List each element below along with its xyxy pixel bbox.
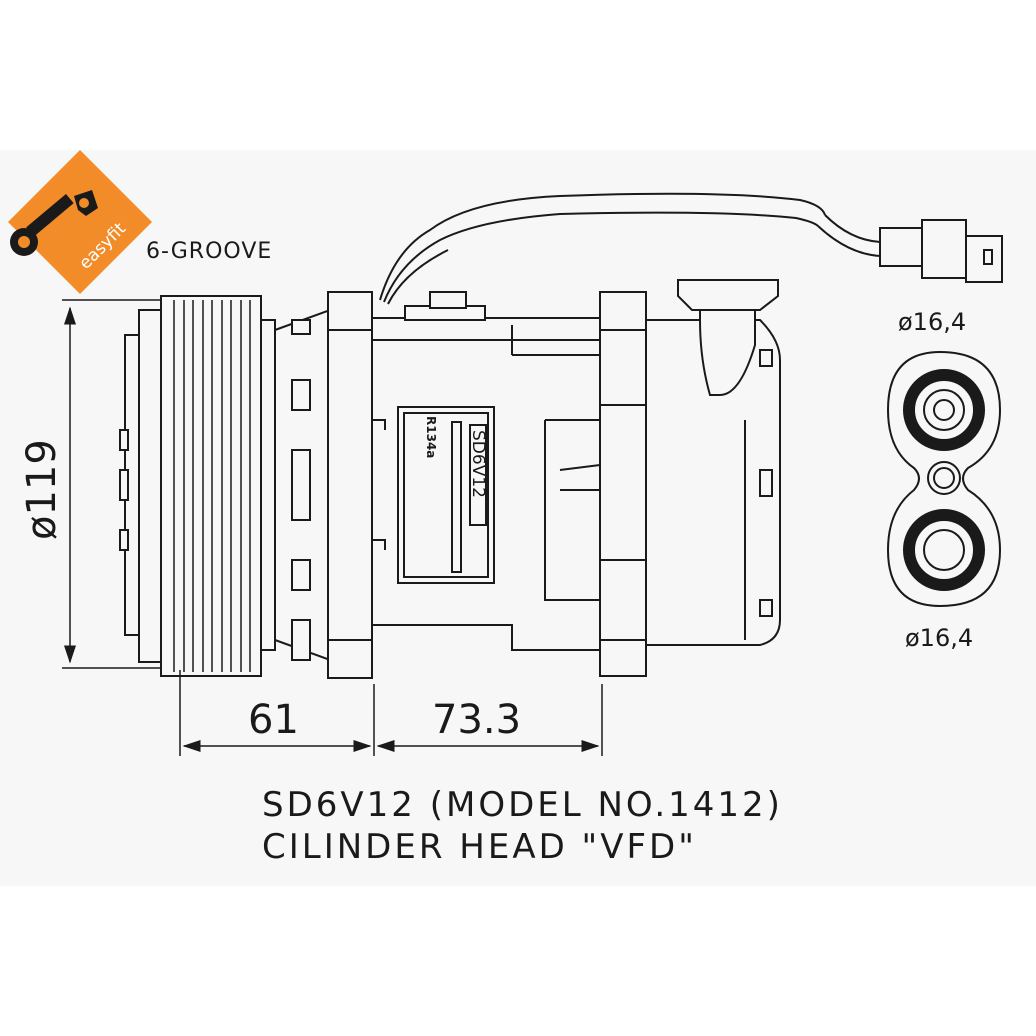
pulley (119, 295, 276, 677)
cylinder-body (371, 317, 601, 651)
grooves-label: 6-GROOVE (146, 239, 272, 264)
wrench-icon (10, 190, 98, 256)
clutch-length-label: 61 (248, 697, 299, 743)
clutch-wire (379, 192, 881, 305)
length-dimensions (179, 670, 603, 756)
model-plate-text: SD6V12 (468, 430, 488, 498)
refrigerant-text: R134a (424, 416, 438, 458)
diameter-dimension (62, 299, 168, 669)
rear-head (599, 279, 781, 677)
port-top-label: ø16,4 (898, 308, 966, 336)
diameter-label: ø119 (19, 439, 65, 540)
front-housing (274, 291, 373, 679)
easyfit-badge: easyfit (8, 150, 152, 294)
port-bottom-label: ø16,4 (905, 624, 973, 652)
top-bolt (404, 291, 486, 321)
wire-connector (879, 219, 1003, 283)
caption-line-1: SD6V12 (MODEL NO.1412) (262, 785, 783, 825)
caption-line-2: CILINDER HEAD "VFD" (262, 827, 697, 867)
body-length-label: 73.3 (432, 697, 521, 743)
port-flange (886, 350, 1002, 608)
